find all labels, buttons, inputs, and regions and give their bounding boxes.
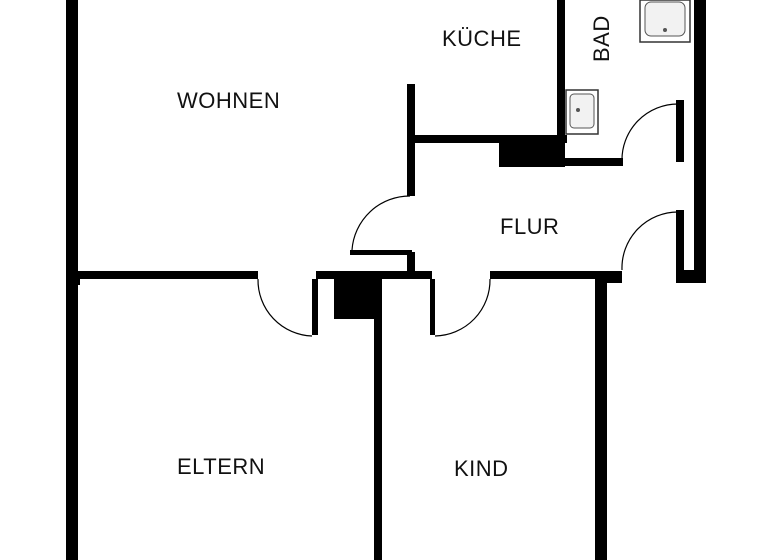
room-label-wohnen: WOHNEN	[177, 88, 280, 113]
outer-wall-right-top	[694, 0, 706, 283]
wall-kind-right-cap	[595, 271, 622, 283]
wall-eltern-top	[66, 279, 80, 285]
shaft-kueche	[499, 140, 565, 167]
wall-right-step	[676, 210, 684, 278]
door-entrance-swing	[621, 211, 679, 271]
wall-kueche-bottom	[407, 135, 567, 143]
wall-kind-right	[595, 283, 607, 560]
wall-right-bottom	[676, 270, 706, 283]
wall-eltern-kind	[374, 279, 382, 560]
wall-kind-door-stub	[430, 279, 435, 335]
room-label-flur: FLUR	[500, 214, 559, 239]
wall-kueche-bad	[557, 0, 565, 165]
room-label-bad: BAD	[589, 15, 614, 62]
room-label-kind: KIND	[454, 456, 509, 481]
wall-wohnen-bottom-left	[66, 271, 258, 279]
walls	[66, 0, 706, 560]
wall-flur-bottom-left	[380, 271, 432, 279]
wall-wohnen-flur-lower	[407, 252, 415, 274]
wall-wohnen-door-stub	[350, 250, 412, 255]
washbasin-icon	[565, 89, 599, 135]
bathtub-icon	[639, 0, 691, 43]
room-label-kueche: KÜCHE	[442, 26, 522, 51]
door-wohnen-swing	[351, 195, 411, 251]
door-bad-swing	[621, 103, 679, 163]
wall-eltern-frame	[312, 279, 318, 335]
wall-wohnen-bottom-right	[316, 271, 416, 279]
door-eltern-swing	[257, 278, 313, 337]
wall-bad-right-stub	[676, 100, 684, 162]
door-kind-swing	[434, 278, 491, 337]
room-label-eltern: ELTERN	[177, 454, 265, 479]
wall-bad-bottom	[565, 158, 623, 166]
doors	[257, 103, 679, 337]
wall-flur-bottom-right	[490, 271, 622, 279]
